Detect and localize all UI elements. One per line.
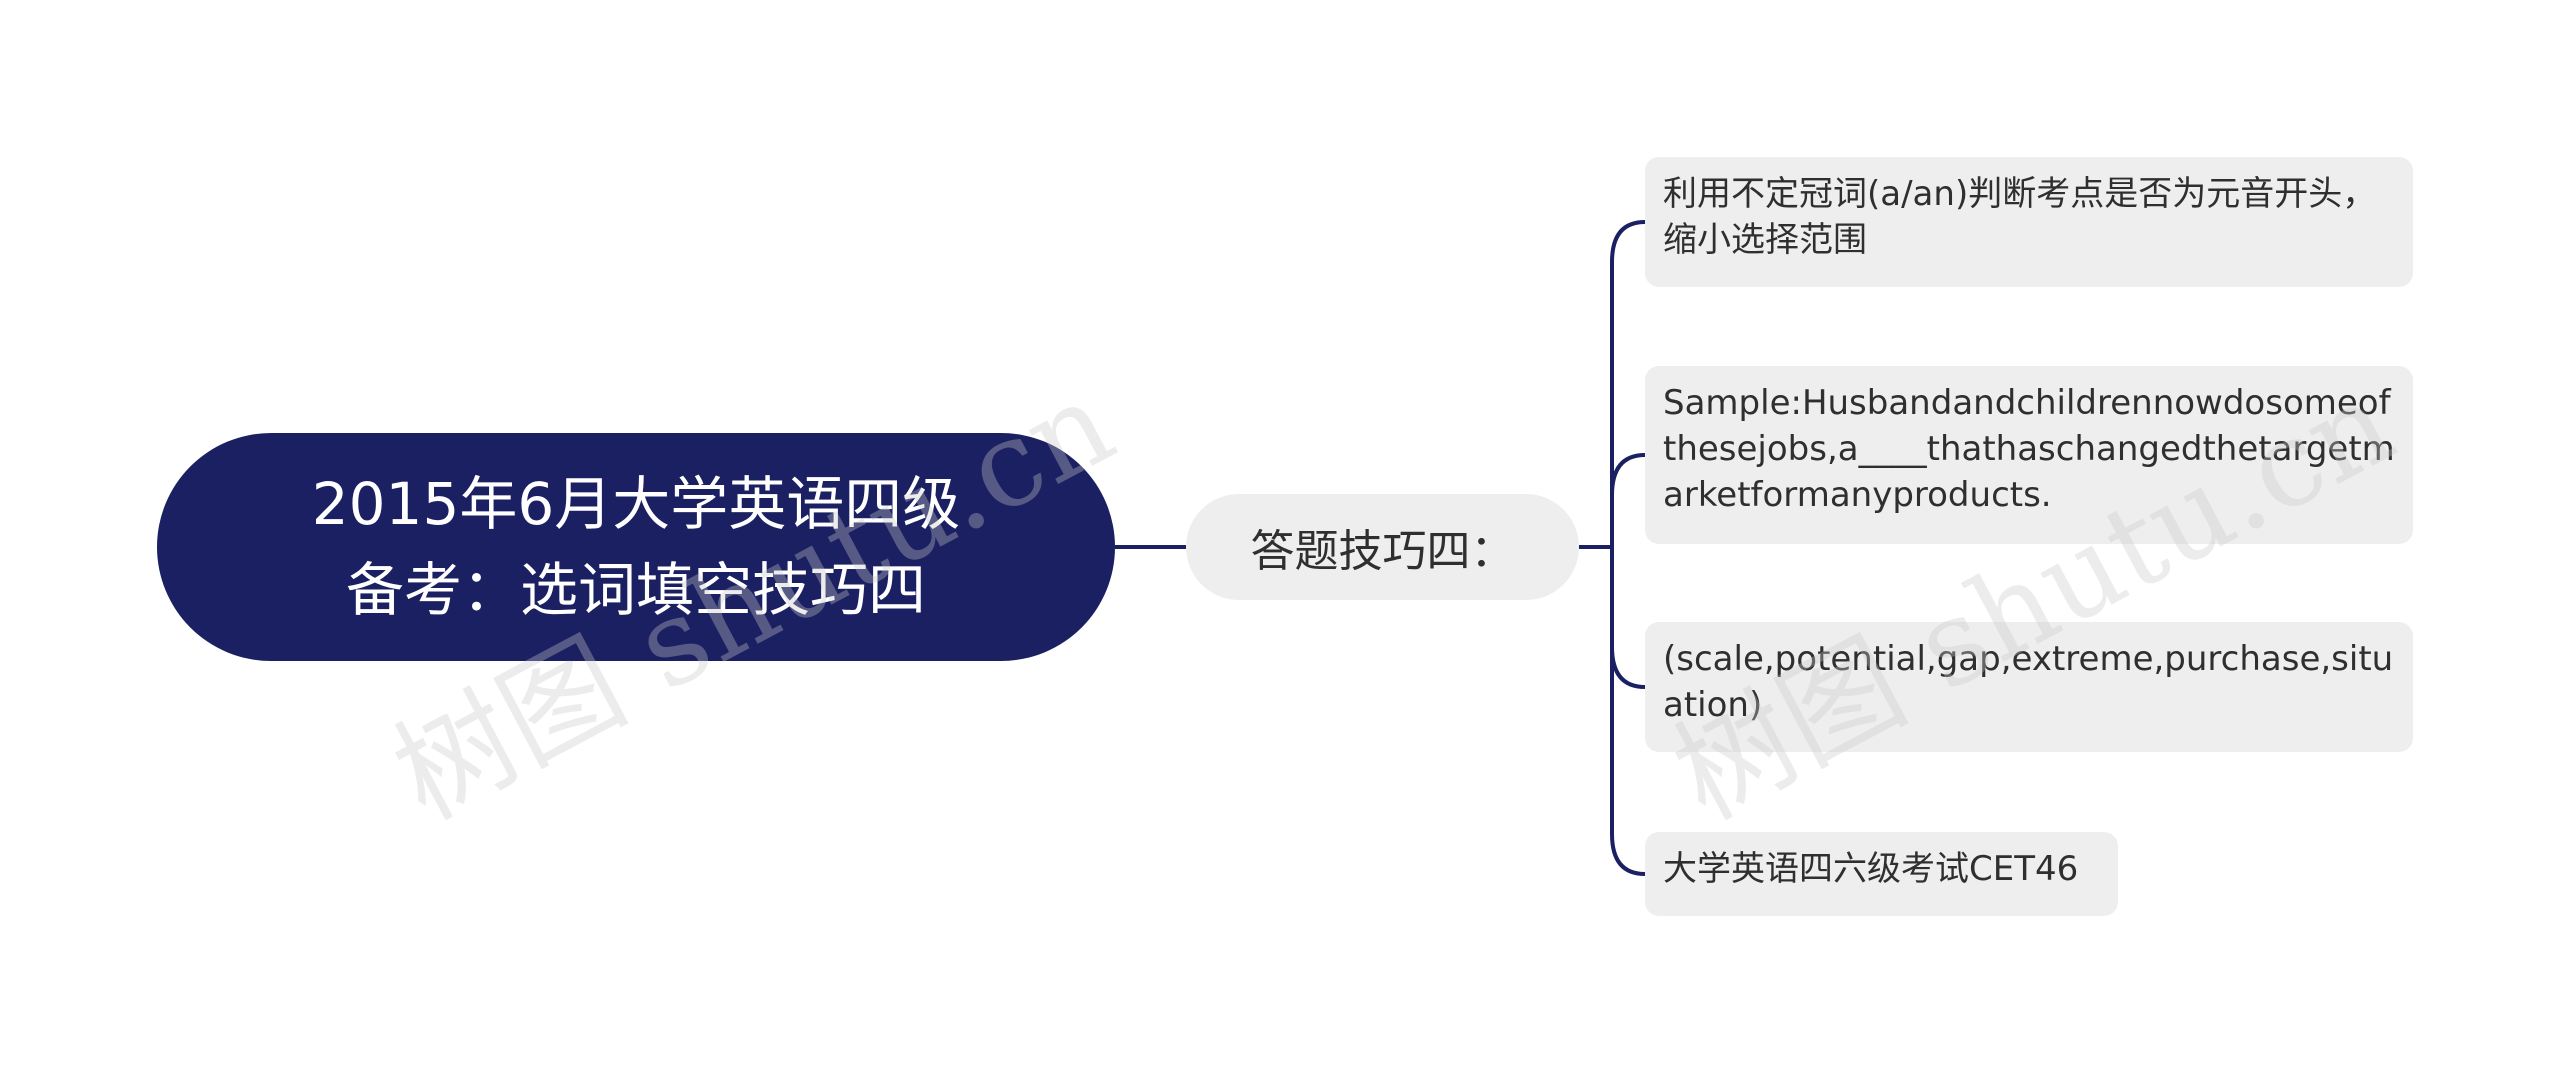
leaf-node-article-tip[interactable]: 利用不定冠词(a/an)判断考点是否为元音开头，缩小选择范围 [1645, 157, 2413, 287]
root-topic-text: 2015年6月大学英语四级 备考：选词填空技巧四 [312, 461, 961, 633]
leaf-4-connector [1610, 547, 1646, 876]
root-topic-line-2: 备考：选词填空技巧四 [345, 556, 926, 624]
leaf-node-text: Sample:Husbandandchildrennowdosomeofthes… [1663, 383, 2395, 515]
leaf-node-exam-tag[interactable]: 大学英语四六级考试CET46 [1645, 832, 2118, 916]
root-topic-line-1: 2015年6月大学英语四级 [311, 470, 961, 538]
leaf-node-text: 利用不定冠词(a/an)判断考点是否为元音开头，缩小选择范围 [1663, 174, 2377, 260]
leaf-2-connector [1610, 453, 1646, 547]
leaf-1-connector [1610, 220, 1646, 547]
branch-node-tips[interactable]: 答题技巧四： [1186, 494, 1579, 600]
leaf-node-text: 大学英语四六级考试CET46 [1663, 849, 2079, 889]
leaf-node-text: (scale,potential,gap,extreme,purchase,si… [1663, 639, 2394, 725]
branch-node-label: 答题技巧四： [1250, 526, 1515, 577]
leaf-node-options[interactable]: (scale,potential,gap,extreme,purchase,si… [1645, 622, 2413, 752]
leaf-3-connector [1610, 547, 1646, 689]
leaf-node-sample[interactable]: Sample:Husbandandchildrennowdosomeofthes… [1645, 366, 2413, 544]
root-topic-node[interactable]: 2015年6月大学英语四级 备考：选词填空技巧四 [157, 433, 1115, 661]
